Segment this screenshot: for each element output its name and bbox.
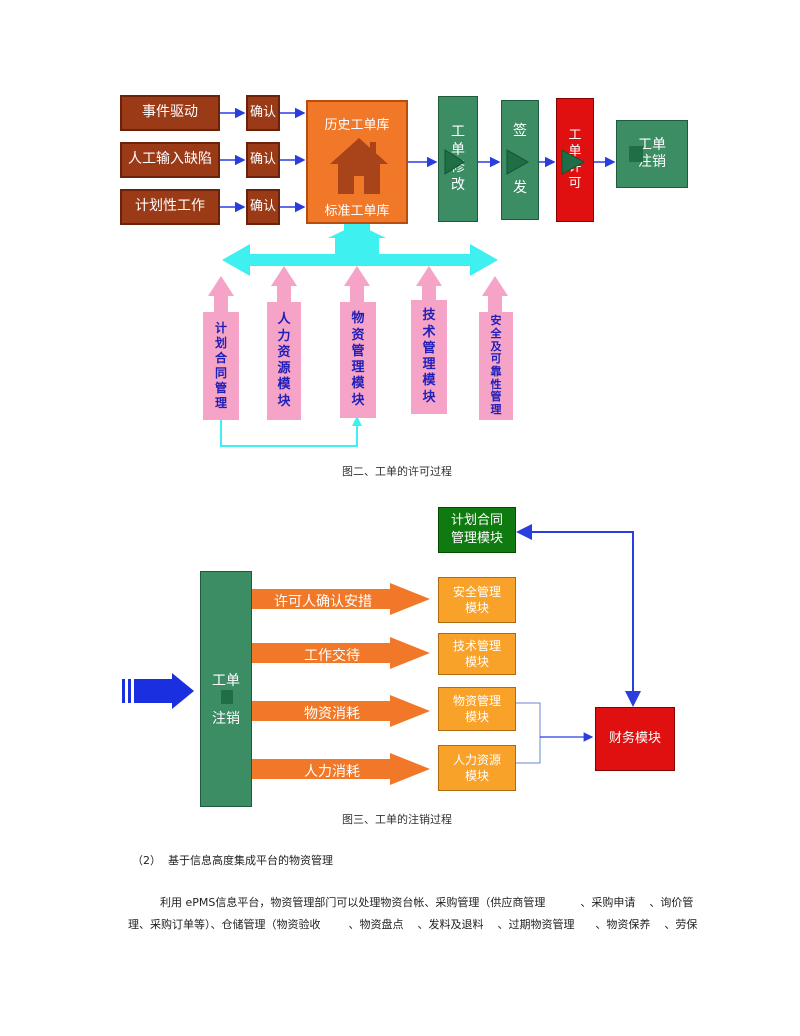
module-char: 计 [214, 321, 227, 335]
module-char: 模 [277, 377, 291, 393]
flow-arrows [208, 107, 643, 447]
target-line: 模块 [464, 710, 489, 724]
source-event-driven: 事件驱动 [120, 95, 220, 131]
module-char: 及 [490, 339, 502, 353]
house-icon [330, 138, 388, 194]
target-line: 模块 [464, 601, 489, 615]
work-order-library: 历史工单库 标准工单库 [306, 100, 408, 224]
technical-module: 技术管理 模块 [438, 633, 516, 675]
figure-3-caption: 图三、工单的注销过程 [342, 813, 452, 826]
source-planned-work: 计划性工作 [120, 189, 220, 225]
module-char: 可 [490, 352, 502, 366]
module-char: 技 [422, 308, 436, 324]
section-heading: （2） 基于信息高度集成平台的物资管理 [132, 854, 333, 867]
module-char: 性 [490, 377, 502, 391]
module-char: 安 [490, 314, 502, 328]
module-char: 靠 [490, 365, 502, 378]
module-char: 块 [277, 393, 291, 409]
figure-2: 事件驱动 人工输入缺陷 计划性工作 确认 确认 确认 历史工单库 标准工单库 工… [118, 90, 698, 455]
module-human-resources: 人 力 资 源 模 块 [267, 302, 301, 420]
order-close-label: 工单 [212, 673, 240, 689]
module-char: 管 [422, 340, 436, 356]
confirm-box: 确认 [246, 189, 280, 225]
module-char: 力 [277, 328, 291, 344]
module-char: 源 [277, 361, 291, 376]
module-char: 块 [422, 389, 436, 405]
module-char: 理 [214, 396, 227, 410]
step-char: 改 [451, 176, 465, 193]
module-char: 全 [490, 327, 502, 341]
paragraph-line: 利用 ePMS信息平台，物资管理部门可以处理物资台帐、采购管理（供应商管理 、采… [160, 896, 694, 909]
module-char: 模 [351, 376, 365, 392]
close-marker-icon [221, 690, 233, 704]
module-plan-contract: 计 划 合 同 管 理 [203, 312, 239, 420]
step-char: 单 [451, 141, 465, 158]
step-close-line: 注销 [638, 154, 666, 170]
module-char: 资 [277, 344, 291, 360]
human-resources-module: 人力资源 模块 [438, 745, 516, 791]
module-technical: 技 术 管 理 模 块 [411, 300, 447, 414]
source-manual-defect: 人工输入缺陷 [120, 142, 220, 178]
module-char: 合 [214, 351, 227, 365]
module-safety-reliability: 安 全 及 可 靠 性 管 理 [479, 312, 513, 420]
step-char: 工 [568, 127, 582, 143]
arrow-label-human: 人力消耗 [304, 764, 360, 780]
module-materials: 物 资 管 理 模 块 [340, 302, 376, 418]
module-char: 划 [214, 336, 227, 350]
library-bottom-label: 标准工单库 [324, 204, 390, 219]
safety-module: 安全管理 模块 [438, 577, 516, 623]
library-top-label: 历史工单库 [324, 118, 390, 133]
figure-3-connectors [122, 524, 641, 785]
module-char: 同 [214, 366, 227, 380]
module-char: 管 [214, 381, 227, 395]
finance-module: 财务模块 [595, 707, 675, 771]
target-line: 安全管理 [452, 584, 501, 599]
arrow-label-materials: 物资消耗 [304, 706, 360, 722]
target-line: 人力资源 [452, 752, 501, 767]
plan-contract-line: 计划合同 [450, 513, 503, 529]
step-char: 发 [513, 180, 527, 196]
step-close: 工单 注销 [616, 120, 688, 188]
module-char: 管 [351, 343, 365, 359]
module-char: 物 [351, 311, 365, 327]
step-char: 工 [451, 124, 465, 140]
materials-module: 物资管理 模块 [438, 687, 516, 731]
target-line: 物资管理 [452, 693, 501, 708]
module-char: 人 [277, 312, 291, 328]
module-char: 资 [351, 327, 365, 343]
module-char: 理 [351, 360, 365, 375]
order-close-label: 注销 [212, 711, 240, 727]
arrow-label-permit: 许可人确认安措 [274, 594, 372, 610]
figure-3: 工单 注销 许可人确认安措 工作交待 物资消耗 人力消耗 计划合同 管理模块 安… [118, 505, 698, 810]
target-line: 模块 [464, 655, 489, 669]
plan-contract-line: 管理模块 [450, 531, 503, 546]
module-char: 管 [490, 390, 502, 404]
confirm-box: 确认 [246, 142, 280, 178]
step-close-line: 工单 [638, 136, 666, 153]
order-close-block: 工单 注销 [200, 571, 252, 807]
module-char: 理 [422, 357, 436, 372]
figure-2-caption: 图二、工单的许可过程 [342, 465, 452, 478]
module-char: 理 [490, 402, 502, 416]
plan-contract-module: 计划合同 管理模块 [438, 507, 516, 553]
step-char: 可 [568, 176, 582, 192]
arrow-label-handover: 工作交待 [304, 648, 360, 664]
step-char: 签 [513, 122, 527, 139]
confirm-box: 确认 [246, 95, 280, 131]
module-char: 术 [422, 324, 436, 340]
target-line: 模块 [464, 769, 489, 783]
target-line: 技术管理 [452, 638, 501, 653]
paragraph-line: 理、采购订单等）、仓储管理（物资验收 、物资盘点 、发料及退料 、过期物资管理 … [128, 918, 698, 931]
module-char: 模 [422, 373, 436, 389]
module-char: 块 [351, 392, 365, 408]
